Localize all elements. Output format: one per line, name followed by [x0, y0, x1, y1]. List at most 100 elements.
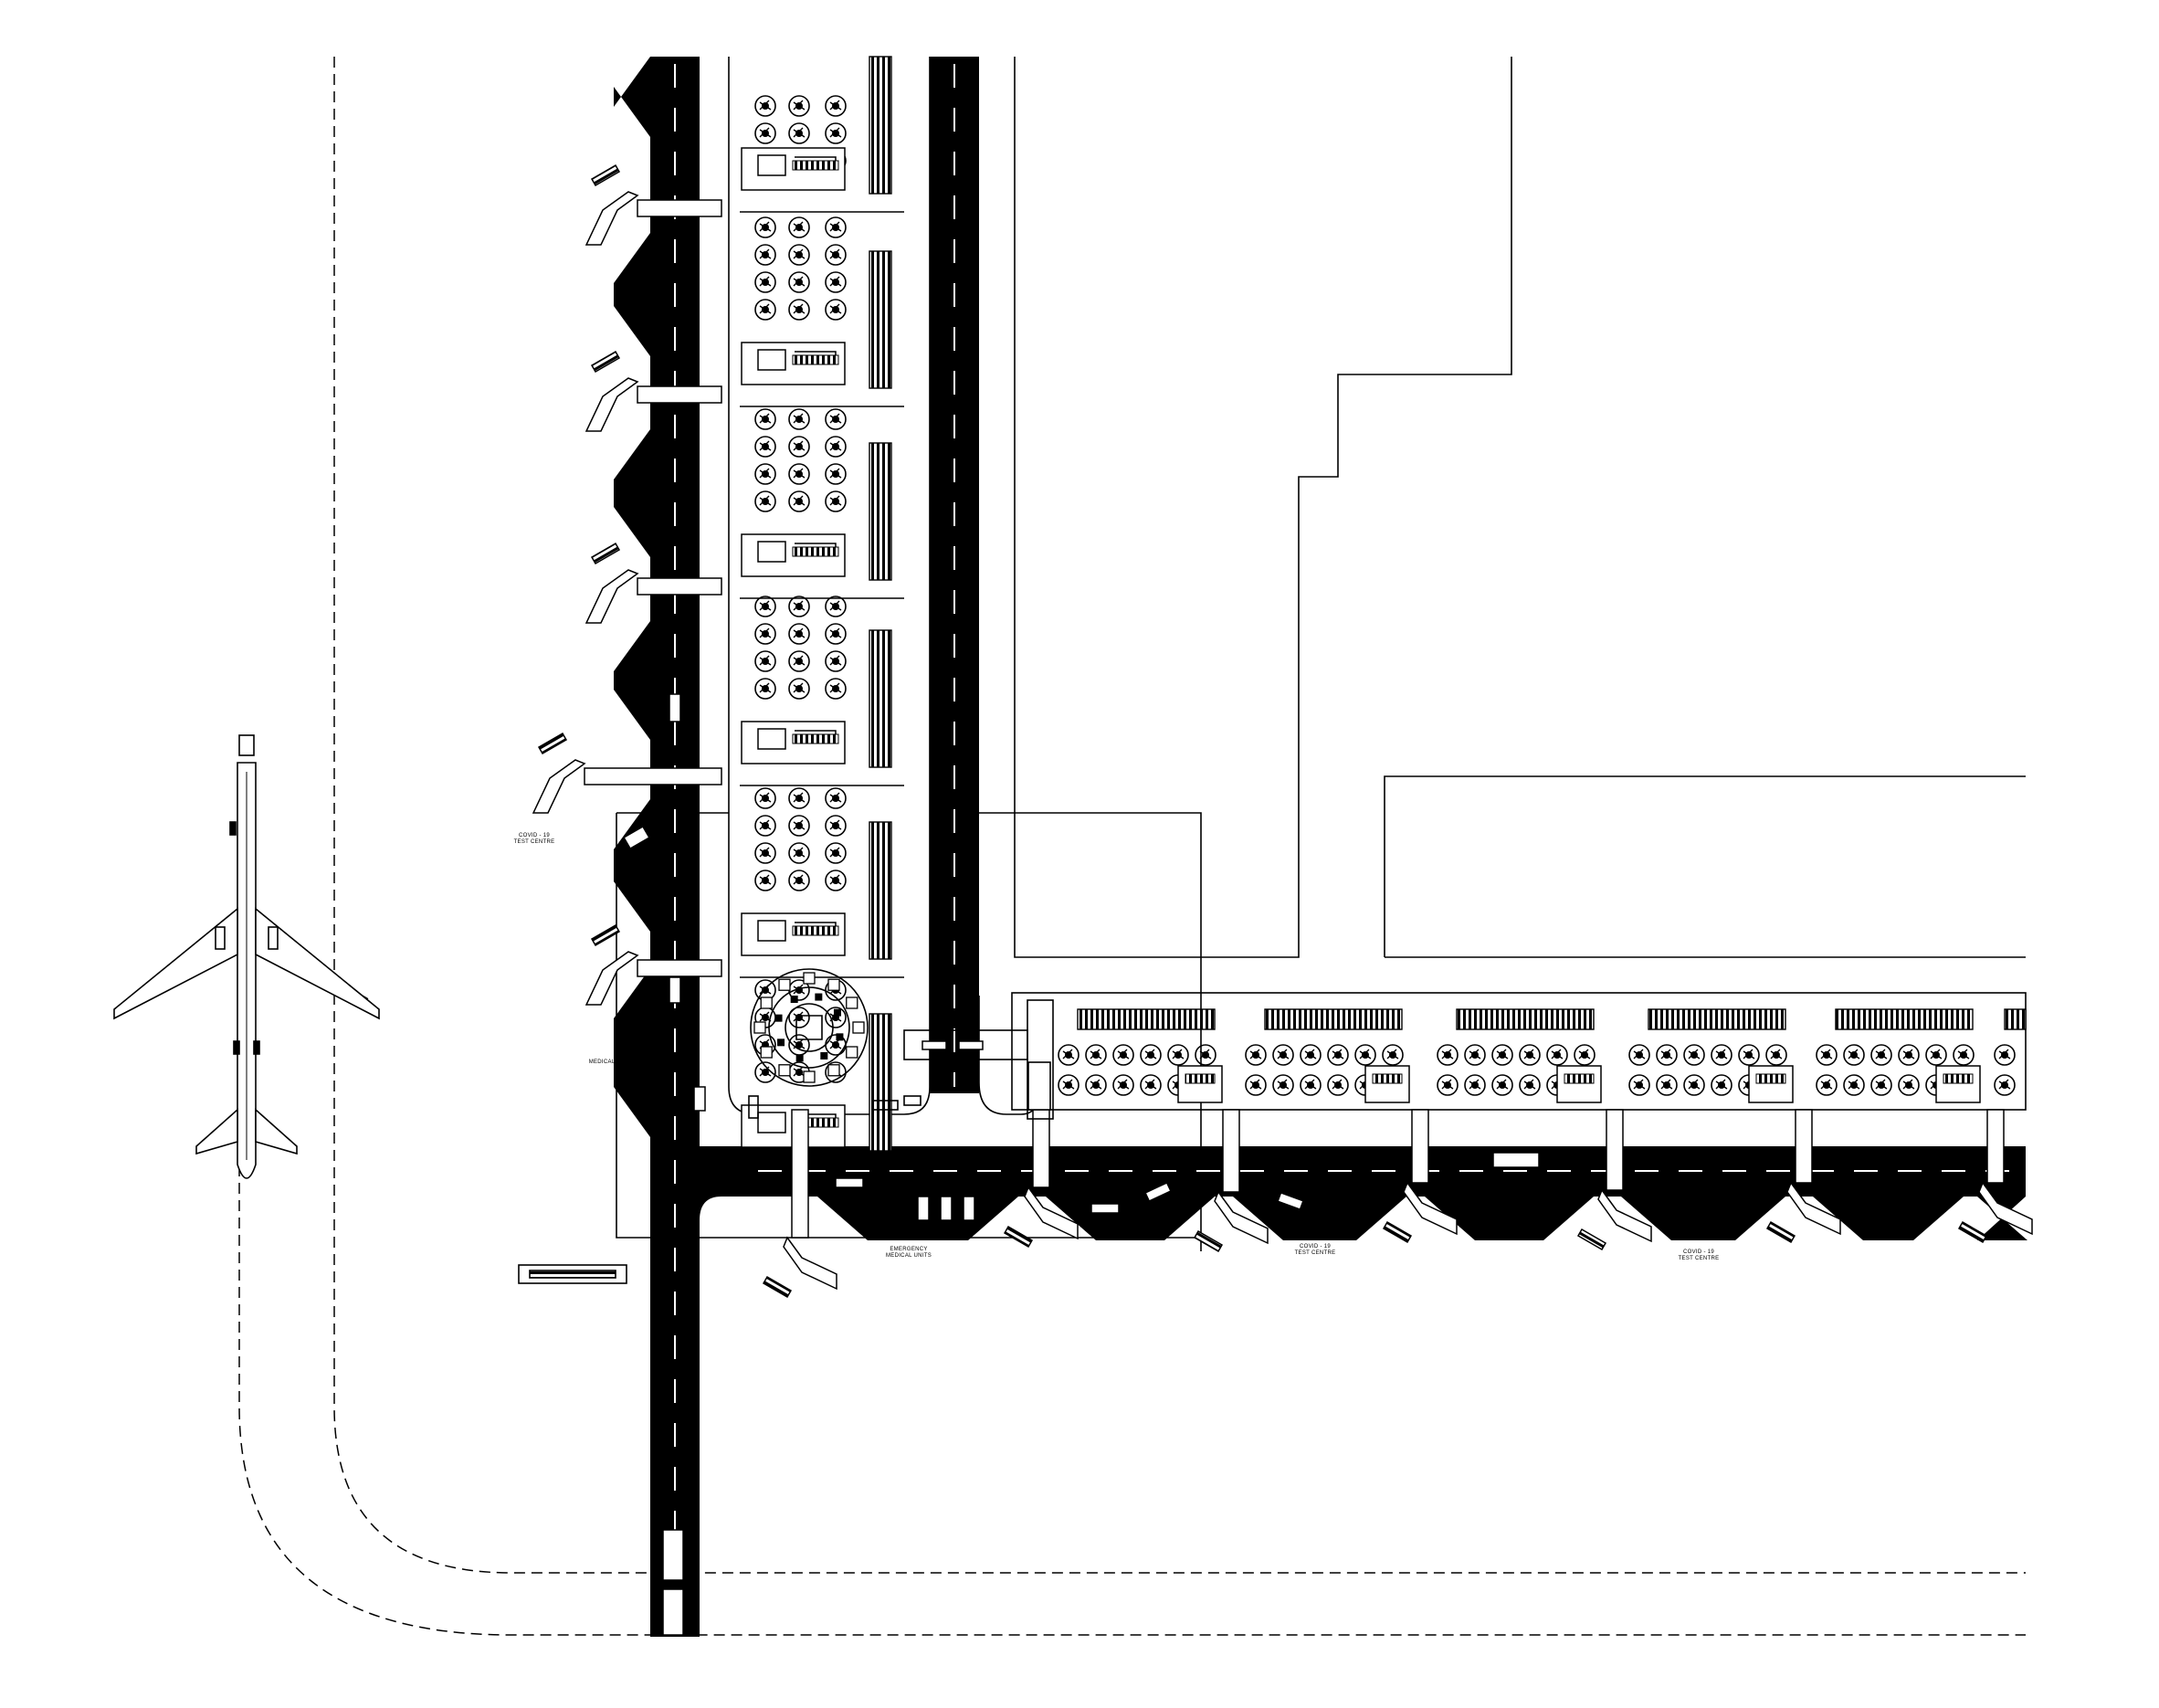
aircraft-stand-plinths-bottom [817, 1197, 2027, 1240]
kiosk-strip [869, 1013, 892, 1152]
vertical-road-right [930, 57, 979, 1093]
bus-bays [662, 1529, 684, 1636]
jet-bridge-head [585, 377, 639, 432]
seat [1272, 1044, 1294, 1066]
seat [1300, 1074, 1322, 1096]
seat [1898, 1044, 1920, 1066]
kiosk-strip [869, 442, 892, 581]
jet-bridge-head [1597, 1188, 1652, 1243]
seat [1994, 1074, 2016, 1096]
gate-room [1364, 1065, 1410, 1103]
ground-vehicle [623, 825, 650, 850]
aircraft-stand-plinth [614, 621, 650, 740]
jet-bridge-cab [1576, 1228, 1607, 1250]
aircraft-stand-plinth [614, 968, 650, 1137]
hub-seat [846, 996, 858, 1009]
jet-bridge-cab [537, 733, 568, 754]
jet-bridge-corridor [637, 577, 722, 596]
label-covid-test-centre-4: COVID - 19 TEST CENTRE [1497, 1228, 1539, 1240]
seat [1816, 1044, 1838, 1066]
hub-seating-ring [753, 972, 865, 1083]
jet-bridge-corridor [1032, 1109, 1050, 1188]
label-covid-test-centre-5: COVID - 19 TEST CENTRE [1678, 1249, 1720, 1261]
seat [1519, 1044, 1541, 1066]
aircraft [113, 734, 380, 1179]
kiosk-strip [869, 250, 892, 389]
aircraft-stand-plinth [614, 233, 650, 356]
concourse-gate-modules [1058, 1008, 2027, 1103]
seat [1140, 1074, 1162, 1096]
hub-seat [852, 1021, 865, 1034]
jet-bridge-corridor [637, 959, 722, 977]
hub-seat-inner [815, 993, 823, 1001]
seat [1656, 1074, 1678, 1096]
pier-gate-module [740, 596, 904, 786]
jet-bridge-corridor [1411, 1109, 1429, 1184]
seat [1112, 1074, 1134, 1096]
hub-seat-inner [774, 1014, 783, 1022]
pier-concourse-connector [903, 999, 1054, 1120]
hub-seat [827, 1064, 840, 1077]
concourse-gate-module [1628, 1008, 1794, 1103]
gate-room [1556, 1065, 1602, 1103]
aircraft-stand-plinth [1046, 1197, 1215, 1240]
kiosk-strip [2004, 1008, 2027, 1030]
jet-bridge-head [1214, 1190, 1269, 1245]
concourse-gate-module [1816, 1008, 1981, 1103]
seat [1327, 1074, 1349, 1096]
ground-vehicle [917, 1196, 930, 1221]
aircraft-stand-plinths-left [614, 57, 650, 1137]
jet-bridge-head [585, 191, 639, 246]
jet-bridge-cab [762, 1276, 793, 1298]
ground-vehicle [922, 1040, 947, 1050]
seat [1711, 1044, 1732, 1066]
jet-bridge-head [585, 951, 639, 1006]
jet-bridge-cab [590, 351, 621, 373]
seat [1870, 1044, 1892, 1066]
seat [1140, 1044, 1162, 1066]
seat [1085, 1074, 1107, 1096]
ground-vehicles [623, 693, 1540, 1221]
ground-vehicle [835, 1177, 864, 1188]
tug-vehicle [1492, 1152, 1540, 1168]
jet-bridge-head [1024, 1186, 1079, 1240]
seat [1382, 1044, 1404, 1066]
seat [1354, 1044, 1376, 1066]
service-gate [518, 1264, 627, 1284]
seat [1112, 1044, 1134, 1066]
jet-bridge-corridor [1986, 1109, 2005, 1184]
jet-bridge-cab [590, 164, 621, 186]
seat [1437, 1044, 1459, 1066]
restroom-fixtures [792, 546, 839, 557]
jet-bridge-corridor [637, 199, 722, 217]
concourse-gate-module [1058, 1008, 1223, 1103]
seat [1195, 1044, 1216, 1066]
seat [1843, 1044, 1865, 1066]
hub-seat [803, 1070, 816, 1083]
seat [1898, 1074, 1920, 1096]
jet-bridge-head [585, 569, 639, 624]
seat [1870, 1074, 1892, 1096]
seat [1245, 1074, 1267, 1096]
vertical-road-left [650, 57, 700, 1637]
jet-bridge-cab [1003, 1226, 1034, 1248]
kiosk-strip [1077, 1008, 1216, 1030]
label-medical-staff: MEDICAL STAFF [588, 1060, 636, 1065]
gate-room [1935, 1065, 1981, 1103]
seat [1546, 1044, 1568, 1066]
jet-bridge-cab [1765, 1221, 1796, 1243]
ground-vehicle [958, 1040, 984, 1050]
restroom-fixtures [792, 160, 839, 171]
seat [1953, 1044, 1975, 1066]
seat [1058, 1074, 1080, 1096]
kiosk-strip [1648, 1008, 1786, 1030]
seat [1683, 1044, 1705, 1066]
aircraft-stand-plinth [1813, 1197, 1964, 1240]
jet-bridges [532, 164, 2033, 1298]
ground-vehicle [940, 1196, 953, 1221]
restroom-fixtures [1943, 1073, 1974, 1084]
site-boundary-dashed [238, 57, 2026, 1636]
kiosk-strip [1835, 1008, 1974, 1030]
hub-seat-inner [777, 1039, 785, 1047]
